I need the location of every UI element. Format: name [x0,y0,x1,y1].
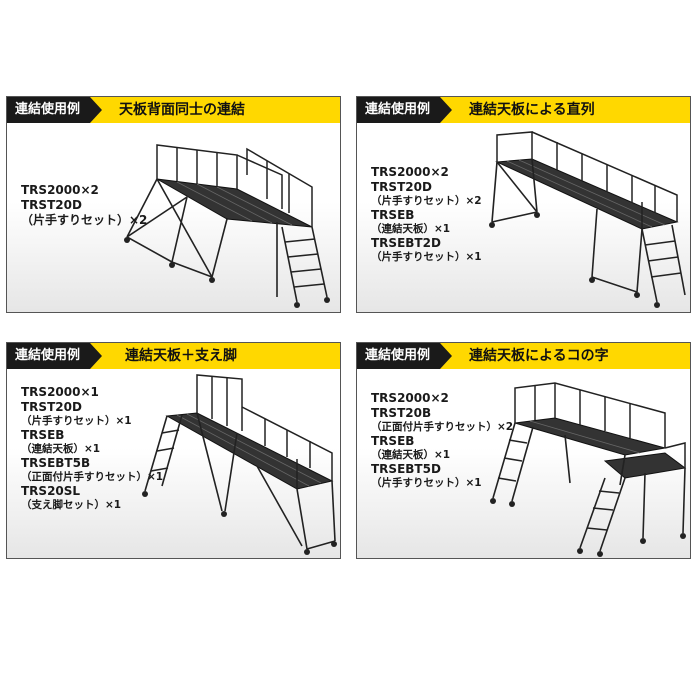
spec-line: TRSEB [371,434,415,448]
spec-line: TRST20D [21,400,82,414]
spec-line: TRST20D [21,198,82,212]
spec-line: TRSEB [21,428,65,442]
platform-illustration [490,382,687,557]
panel-title: 天板背面同士の連結 [119,102,245,118]
platform-illustration [142,374,337,555]
spec-line: TRS2000×2 [371,391,449,405]
spec-line: （連結天板）×1 [371,223,451,235]
spec-line: TRS2000×2 [371,165,449,179]
spec-list: TRS2000×2 TRST20D （片手すりセット）×2 [21,183,147,228]
spec-line: （連結天板）×1 [371,449,451,461]
spec-line: TRSEBT5B [21,456,91,470]
panel-header: 連結使用例 連結天板によるコの字 [357,343,690,369]
panel-tag: 連結使用例 [7,343,103,369]
platform-illustration [489,131,686,308]
spec-line: TRST20D [371,180,432,194]
spec-line: （支え脚セット）×1 [21,499,122,511]
panel-back-to-back: 連結使用例 天板背面同士の連結 TRS2000×2 TRST20D （片手すりセ… [6,96,341,313]
spec-list: TRS2000×1 TRST20D （片手すりセット）×1 TRSEB （連結天… [21,385,163,512]
spec-line: （片手すりセット）×1 [371,477,482,489]
spec-line: （片手すりセット）×2 [371,195,482,207]
panel-tag: 連結使用例 [7,97,103,123]
spec-list: TRS2000×2 TRST20B （正面付片手すりセット）×2 TRSEB （… [371,391,513,490]
panel-tag: 連結使用例 [357,343,453,369]
panel-serial-link: 連結使用例 連結天板による直列 TRS2000×2 TRST20D （片手すりセ… [356,96,691,313]
spec-line: （片手すりセット）×2 [21,213,148,227]
panel-header: 連結使用例 連結天板による直列 [357,97,690,123]
spec-line: （片手すりセット）×1 [21,415,132,427]
spec-line: （正面付片手すりセット）×2 [371,421,514,433]
panel-title: 連結天板によるコの字 [469,348,609,364]
spec-line: TRST20B [371,406,432,420]
panel-title: 連結天板＋支え脚 [125,348,237,364]
panel-tag: 連結使用例 [357,97,453,123]
spec-line: TRSEBT5D [371,462,441,476]
panel-header: 連結使用例 天板背面同士の連結 [7,97,340,123]
spec-list: TRS2000×2 TRST20D （片手すりセット）×2 TRSEB （連結天… [371,165,482,264]
platform-illustration [124,144,330,308]
spec-line: （片手すりセット）×1 [371,251,482,263]
spec-line: TRSEB [371,208,415,222]
spec-line: TRS2000×2 [21,183,99,197]
panel-support-leg: 連結使用例 連結天板＋支え脚 TRS2000×1 TRST20D （片手すりセッ… [6,342,341,559]
spec-line: TRS2000×1 [21,385,99,399]
panel-header: 連結使用例 連結天板＋支え脚 [7,343,340,369]
spec-line: TRSEBT2D [371,236,441,250]
panel-title: 連結天板による直列 [469,102,595,118]
spec-line: （正面付片手すりセット）×1 [21,471,164,483]
spec-line: （連結天板）×1 [21,443,101,455]
spec-line: TRS20SL [21,484,81,498]
panel-u-shape: 連結使用例 連結天板によるコの字 TRS2000×2 TRST20B （正面付片… [356,342,691,559]
